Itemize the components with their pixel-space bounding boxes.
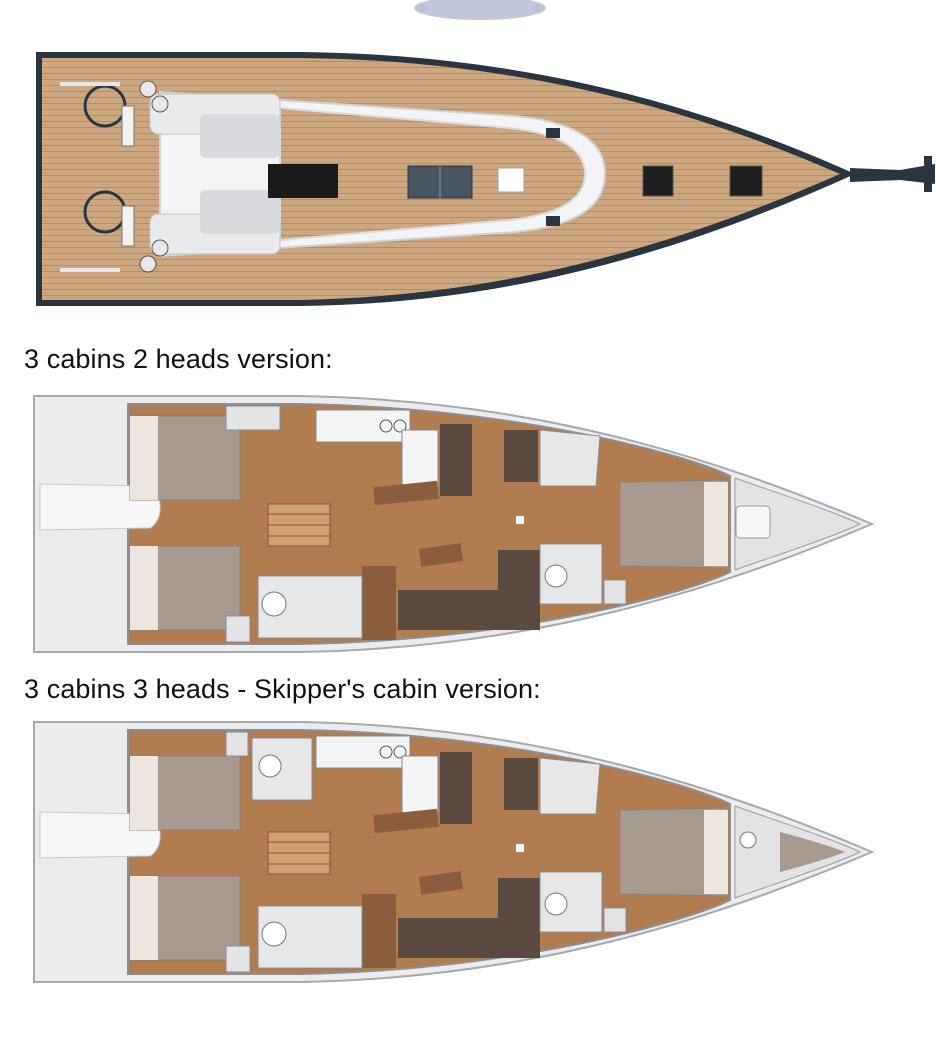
forward-cabin-berth — [619, 479, 729, 569]
bow-sprit — [850, 164, 935, 184]
saloon-sofa-port — [440, 752, 472, 824]
forward-cabin-berth — [619, 807, 729, 897]
shower-forward — [539, 757, 601, 815]
forepeak — [734, 477, 862, 571]
saloon-sofa-port — [440, 424, 472, 496]
galley-counter — [315, 735, 411, 769]
interior-plan-2-heads — [33, 395, 875, 653]
top-fragment-shape — [414, 0, 546, 20]
deck-hatch-2 — [497, 167, 525, 193]
deck-hatch-3 — [642, 165, 674, 197]
caption-3-cabins-2-heads: 3 cabins 2 heads version: — [24, 344, 333, 374]
interior-plan-3-heads-skipper — [33, 721, 875, 983]
deck-hatch-4 — [729, 165, 763, 197]
shower-forward — [539, 429, 601, 487]
companionway-hatch — [268, 164, 338, 198]
skipper-head-toilet — [739, 831, 757, 849]
galley-counter — [315, 409, 411, 443]
caption-3-cabins-3-heads-skipper: 3 cabins 3 heads - Skipper's cabin versi… — [24, 674, 541, 704]
deck-plan — [36, 52, 935, 306]
